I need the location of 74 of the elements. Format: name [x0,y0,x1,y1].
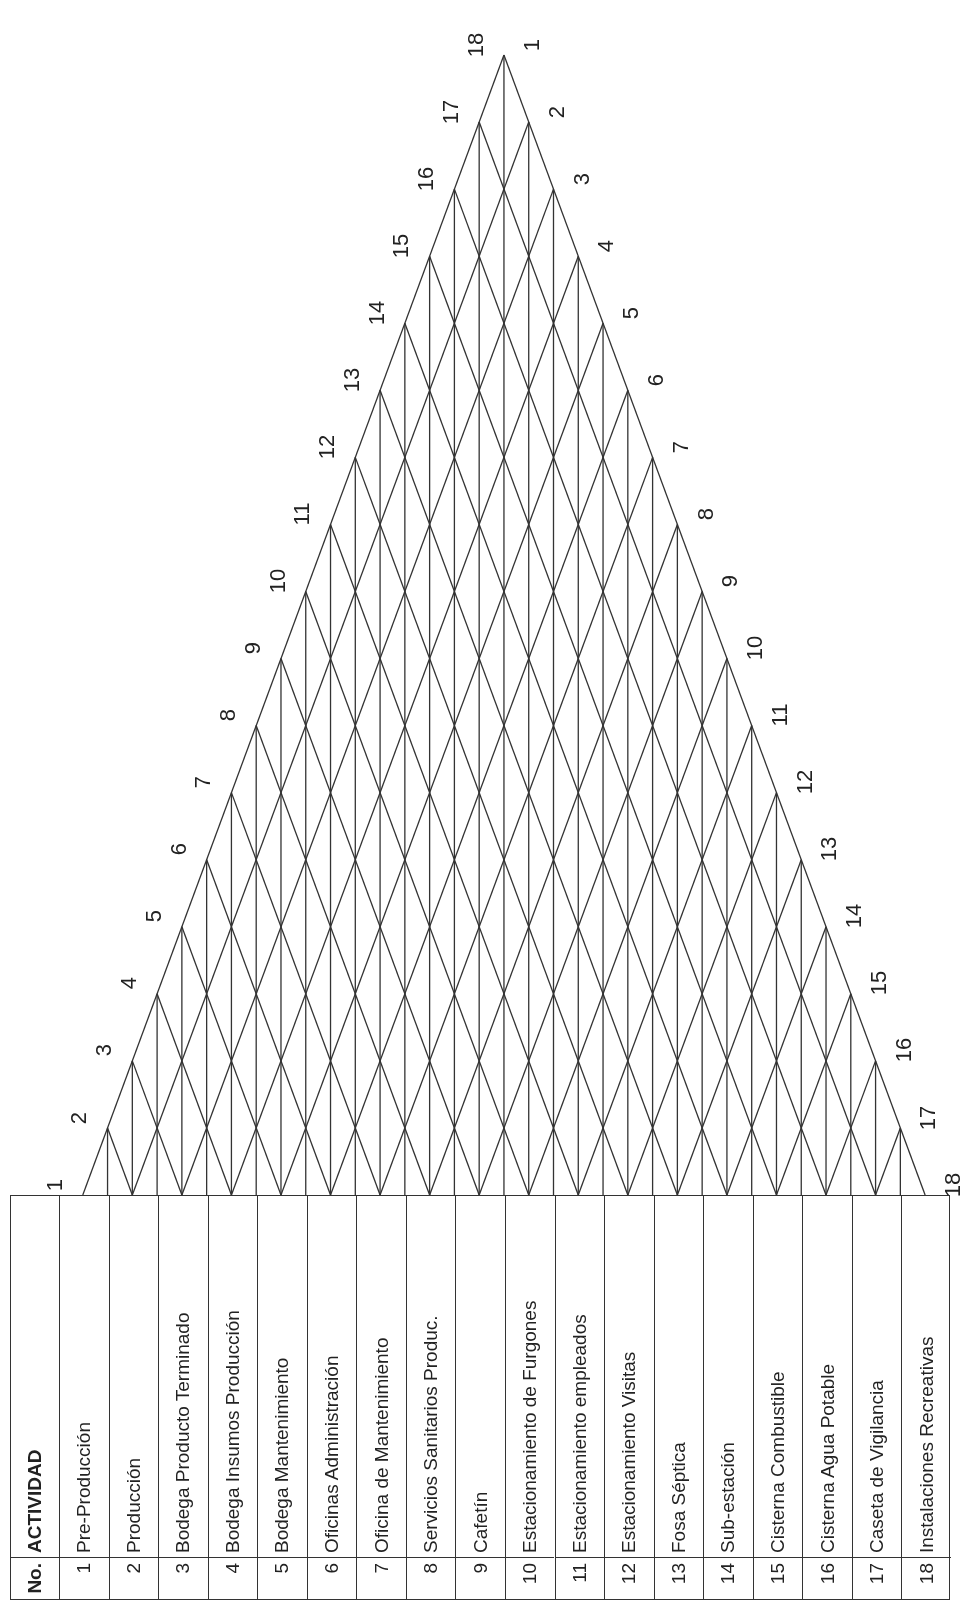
row-number: 9 [239,642,266,655]
row-number: 18 [915,1563,938,1585]
row-number: 6 [321,1563,343,1574]
row-number: 17 [915,1105,942,1130]
row-number: 6 [642,373,669,386]
row-number: 11 [289,502,316,526]
row-number: 15 [388,233,415,258]
row-number: 9 [469,1563,492,1574]
row-number: 7 [190,776,217,789]
activity-name: Bodega Producto Terminado [172,1312,195,1553]
row-number: 11 [766,703,793,727]
activity-name: Producción [122,1457,145,1553]
row-number: 2 [66,1111,93,1124]
row-number: 13 [667,1563,690,1585]
row-number: 7 [370,1563,393,1574]
row-number: 5 [618,306,645,319]
row-number: 5 [140,910,167,923]
row-number: 16 [890,1038,917,1063]
activity-name: Instalaciones Recreativas [915,1336,938,1553]
row-number: 8 [215,709,242,722]
activity-name: Cafetín [469,1491,492,1553]
row-number: 18 [940,1172,963,1197]
column-header: No. [24,1563,46,1594]
activity-name: Pre-Producción [73,1422,96,1553]
row-number: 2 [543,105,570,118]
activity-name: Fosa Séptica [667,1442,690,1553]
row-number: 1 [73,1563,96,1574]
activity-name: Cisterna Combustible [766,1371,789,1553]
row-number: 17 [438,99,465,124]
row-number: 14 [841,904,868,929]
row-number: 1 [519,38,546,51]
row-number: 12 [791,770,818,795]
row-number: 3 [91,1044,118,1057]
activity-name: Bodega Mantenimiento [271,1357,294,1553]
row-number: 11 [568,1563,591,1583]
row-number: 17 [866,1563,889,1585]
row-number: 6 [165,843,192,856]
row-number: 4 [221,1563,244,1574]
activity-name: Oficinas Administración [321,1355,343,1553]
row-number: 10 [519,1563,542,1585]
activity-name: Estacionamiento de Furgones [519,1300,542,1553]
row-number: 15 [865,971,892,996]
activity-name: Oficina de Mantenimiento [370,1337,393,1553]
row-number: 13 [338,367,365,393]
row-number: 10 [742,635,769,661]
activity-name: Estacionamiento empleados [568,1314,591,1553]
row-number: 5 [271,1563,294,1574]
column-header: ACTIVIDAD [24,1449,46,1553]
row-number: 7 [667,440,694,454]
activity-name: Servicios Sanitarios Produc. [420,1315,443,1553]
row-number: 2 [122,1563,145,1574]
row-number: 15 [766,1563,789,1585]
row-number: 1 [41,1178,68,1191]
activity-name: Cisterna Agua Potable [816,1363,839,1553]
activity-name: Bodega Insumos Producción [221,1310,244,1553]
row-number: 3 [568,172,595,185]
row-number: 14 [363,300,390,326]
row-number: 12 [618,1563,641,1585]
row-number: 8 [692,507,719,521]
row-number: 18 [462,32,489,57]
row-number: 10 [264,568,291,594]
row-number: 16 [413,166,440,191]
row-number: 12 [314,434,341,460]
row-number: 8 [420,1563,443,1574]
row-number: 9 [717,574,744,588]
row-number: 3 [172,1563,195,1574]
activity-name: Caseta de Vigilancia [866,1380,889,1553]
row-number: 4 [115,977,142,990]
activity-name: Estacionamiento Visitas [618,1351,641,1553]
activity-name: Sub-estación [717,1442,740,1553]
row-number: 13 [816,837,843,862]
row-number: 16 [816,1563,839,1585]
row-number: 4 [593,239,620,252]
row-number: 14 [717,1563,740,1585]
